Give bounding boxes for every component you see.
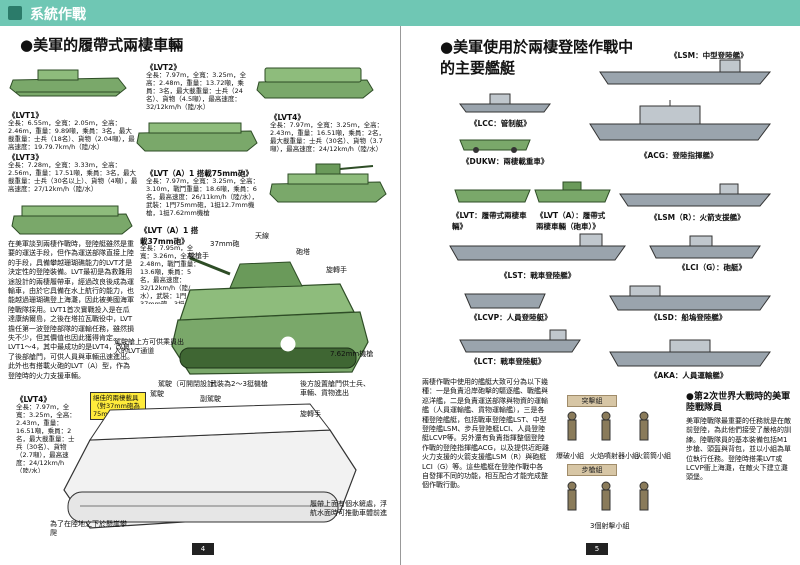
lvta4-vehicle-illustration (269, 163, 387, 203)
callout-side-door: 後方設置艙門供士兵、車輛、貨物進出 (300, 380, 370, 397)
right-heading: ●美軍使用於兩棲登陸作戰中的主要艦艇 (440, 38, 634, 77)
lct-illustration (459, 329, 581, 353)
bazooka-label: 火箭筒小組 (636, 452, 671, 460)
assault-team-illustration (567, 411, 649, 441)
lvt3-name: 《LVT3》 (8, 153, 43, 162)
acg-caption: 《ACG：登陸指揮艦》 (640, 151, 718, 160)
lcc-ship-illustration (459, 93, 551, 113)
assault-team-tag: 突擊組 (567, 395, 617, 407)
lst-caption: 《LST：戰車登陸艦》 (500, 271, 576, 280)
lsm-ship-illustration (599, 59, 772, 85)
lvt3-spec: 全長：7.28m，全寬：3.33m，全高：2.56m，重量：17.51噸，乘員：… (8, 161, 138, 193)
highlight-note-title: 絕佳的兩棲載具 (93, 394, 139, 402)
lci-caption: 《LCI（G）：砲艇》 (678, 263, 746, 272)
lvt-caption: 《LVT：履帶式兩棲車輛》 (452, 211, 527, 231)
callout-mg762: 7.62mm機槍 (330, 350, 374, 358)
lvt3-vehicle-illustration (136, 122, 258, 152)
rifle-team-illustration (567, 481, 649, 511)
lsd-ship-illustration (609, 285, 771, 311)
callout-antenna: 天線 (255, 232, 269, 240)
section-marker-icon (8, 6, 22, 20)
lcvp-illustration (464, 293, 546, 309)
callout-radio: 副駕駛 (200, 395, 221, 403)
lvt4-large-illustration (63, 403, 357, 529)
lvt1-name: 《LVT1》 (8, 111, 43, 120)
callout-rear-note: 履帶上面有個水鏟處，浮航水面時可推動車體前進 (310, 500, 387, 517)
lsmr-ship-illustration (619, 183, 772, 207)
lcvp-caption: 《LCVP：人員登陸艇》 (470, 313, 552, 322)
lvt2-name: 《LVT2》 (146, 63, 181, 72)
marines-box-title: ●第2次世界大戰時的美軍陸戰隊員 (686, 392, 791, 413)
lct-caption: 《LCT：戰車登陸艇》 (470, 357, 546, 366)
fire-team-label: 3個射擊小組 (590, 522, 630, 530)
dukw-illustration (459, 139, 531, 153)
aka-caption: 《AKA：人員運輸艦》 (650, 371, 728, 380)
lvt4-spec: 全長：7.97m，全寬：3.25m，全高：2.43m，重量：16.51噸，乘員：… (16, 403, 76, 473)
lvta1-spec: 全長：7.97m，全寬：3.25m，全高：3.10m，戰鬥重量：18.6噸，乘員… (146, 177, 260, 217)
right-body-text: 兩棲作戰中使用的艦艇大致可分為以下幾種：一是負責沿岸砲擊的驅逐艦、戰艦與巡洋艦，… (422, 378, 549, 490)
marines-box: ●第2次世界大戰時的美軍陸戰隊員 美軍陸戰隊最重要的任務就是在敵前登陸，為此他們… (686, 392, 794, 537)
callout-driver: 駕駛 (150, 390, 164, 398)
callout-front-note: 為了在陸地之下於懸崖攀爬 (50, 520, 127, 537)
callout-driver2: 駕駛（可開閉設計） (158, 380, 221, 388)
callout-turret: 旋轉手 (326, 266, 347, 274)
lvta1-37-spec: 全長：7.95m，全寬：3.26m，全高：2.48m，戰鬥重量：13.6噸，乘員… (140, 244, 200, 304)
lvta1-37-name: 《LVT（A）1 搭載37mm砲》 (140, 226, 199, 246)
lst-ship-illustration (449, 233, 626, 261)
page-number-right: 5 (586, 543, 608, 555)
lvta-small-illustration (534, 181, 611, 203)
lcc-caption: 《LCC：管制艇》 (470, 119, 531, 128)
lvt1-spec: 全長：6.55m，全寬：2.05m，全高：2.46m，重量：9.89噸，乘員：3… (8, 119, 135, 151)
lsmr-caption: 《LSM（R）：火箭支援艦》 (650, 213, 745, 222)
lvt2-vehicle-illustration (256, 67, 374, 99)
callout-37mm: 37mm砲 (210, 240, 240, 248)
dukw-caption: 《DUKW：兩棲載重車》 (462, 157, 549, 166)
lsm-caption: 《LSM：中型登陸艦》 (670, 51, 748, 60)
callout-mg-hatch: 機槍手 (188, 252, 209, 260)
section-banner (0, 0, 800, 26)
left-body-text: 在美軍談到兩棲作戰時，登陸艇雖然是重要的運送手段，但作為運送部隊直接上陸的手段，… (8, 240, 134, 380)
lvta1-large-illustration (171, 256, 369, 375)
lsd-caption: 《LSD：船塢登陸艦》 (650, 313, 727, 322)
left-heading: ●美軍的履帶式兩棲車輛 (20, 36, 184, 54)
lvt4-top-name: 《LVT4》 (270, 113, 305, 122)
lvt4-top-spec: 全長：7.97m，全寬：3.25m，全高：2.43m，重量：16.51噸，乘員：… (270, 121, 386, 153)
lvt1-vehicle-illustration (9, 69, 127, 97)
callout-shield: 砲塔 (296, 248, 310, 256)
lci-ship-illustration (649, 235, 761, 259)
lvt-small-illustration (454, 189, 531, 203)
lvta-caption: 《LVT（A）：履帶式兩棲車輛（砲車）》 (536, 211, 606, 231)
lvta1-name: 《LVT（A）1 搭載75mm砲》 (146, 169, 253, 178)
section-title: 系統作戰 (30, 7, 86, 23)
aka-ship-illustration (609, 339, 771, 367)
page-number-left: 4 (192, 543, 214, 555)
callout-gunner: 旋轉手 (300, 410, 321, 418)
acg-ship-illustration (589, 100, 771, 141)
marines-box-text: 美軍陸戰隊最重要的任務就是在敵前登陸，為此他們接受了嚴格的訓練。陸戰隊員的基本裝… (686, 417, 791, 482)
lvt2-spec: 全長：7.97m，全寬：3.25m，全高：2.48m，重量：13.72噸，乘員：… (146, 71, 247, 111)
callout-ramp-note: 駕駛艙上方可供乘員出入的LVT通道 (114, 338, 184, 355)
flamethrower-label: 火焰噴射器小組 (590, 452, 639, 460)
callout-armor: 武裝為2〜3挺機槍 (210, 380, 268, 388)
demolition-label: 爆破小組 (556, 452, 584, 460)
lvt4-vehicle-illustration (11, 205, 133, 235)
rifle-team-tag: 步槍組 (567, 464, 617, 476)
lvt4-name: 《LVT4》 (16, 395, 51, 404)
